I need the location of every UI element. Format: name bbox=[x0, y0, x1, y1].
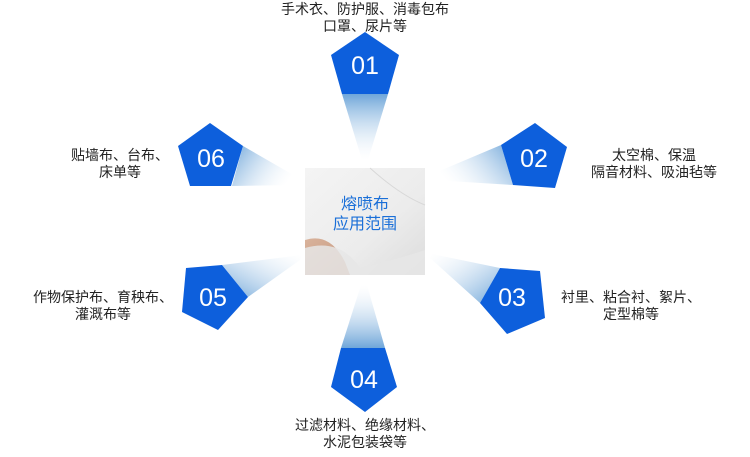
label-02-line1: 太空棉、保温 bbox=[612, 148, 696, 164]
number-03: 03 bbox=[498, 284, 526, 312]
label-02-line2: 隔音材料、吸油毡等 bbox=[591, 165, 717, 181]
label-04-line2: 水泥包装袋等 bbox=[323, 435, 407, 451]
label-06-line2: 床单等 bbox=[99, 165, 141, 181]
label-05: 作物保护布、育秧布、 灌溉布等 bbox=[18, 290, 188, 324]
pentagon-05 bbox=[182, 265, 248, 330]
label-06: 贴墙布、台布、 床单等 bbox=[60, 148, 180, 182]
pentagon-04 bbox=[331, 348, 397, 412]
number-04: 04 bbox=[350, 366, 378, 394]
label-01-line1: 手术衣、防护服、消毒包布 bbox=[281, 2, 449, 18]
number-05: 05 bbox=[199, 284, 227, 312]
beam-05 bbox=[222, 255, 302, 297]
label-03: 衬里、粘合衬、絮片、 定型棉等 bbox=[546, 290, 716, 324]
beam-01 bbox=[342, 94, 388, 160]
label-06-line1: 贴墙布、台布、 bbox=[71, 148, 169, 164]
label-04: 过滤材料、绝缘材料、 水泥包装袋等 bbox=[265, 418, 465, 452]
pentagon-03 bbox=[480, 268, 545, 334]
label-04-line1: 过滤材料、绝缘材料、 bbox=[295, 418, 435, 434]
center-title: 熔喷布 应用范围 bbox=[305, 194, 425, 234]
label-01-line2: 口罩、尿片等 bbox=[323, 19, 407, 35]
label-05-line2: 灌溉布等 bbox=[75, 307, 131, 323]
pentagon-01 bbox=[331, 32, 399, 94]
pentagon-06 bbox=[178, 123, 243, 186]
beam-04 bbox=[341, 285, 385, 348]
center-title-line1: 熔喷布 bbox=[340, 194, 389, 213]
pentagon-02 bbox=[501, 123, 567, 188]
beam-06 bbox=[232, 146, 302, 186]
beam-02 bbox=[430, 145, 513, 185]
label-03-line2: 定型棉等 bbox=[603, 307, 659, 323]
label-02: 太空棉、保温 隔音材料、吸油毡等 bbox=[566, 148, 742, 182]
label-01: 手术衣、防护服、消毒包布 口罩、尿片等 bbox=[265, 2, 465, 36]
center-photo bbox=[305, 167, 426, 275]
number-01: 01 bbox=[351, 52, 379, 80]
beam-03 bbox=[430, 254, 500, 303]
number-06: 06 bbox=[197, 145, 225, 173]
label-03-line1: 衬里、粘合衬、絮片、 bbox=[561, 290, 701, 306]
label-05-line1: 作物保护布、育秧布、 bbox=[33, 290, 173, 306]
center-title-line2: 应用范围 bbox=[332, 214, 397, 233]
number-02: 02 bbox=[520, 145, 548, 173]
